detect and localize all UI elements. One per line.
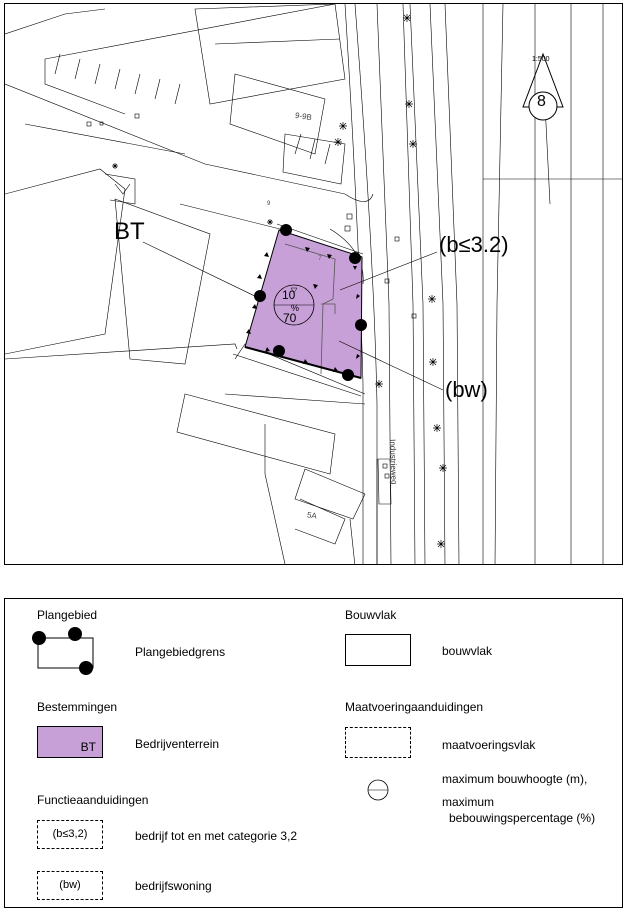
building-outline xyxy=(44,59,126,115)
road-edge-line xyxy=(344,4,364,564)
legend-max-bouwhoogte-label: maximum bouwhoogte (m), xyxy=(442,772,588,786)
road-line xyxy=(494,4,504,564)
plot-fill xyxy=(244,229,363,379)
road-line xyxy=(409,4,426,564)
building-outline xyxy=(349,518,356,564)
bouwvlak-symbol xyxy=(345,634,411,666)
building-outline xyxy=(294,468,366,520)
building-outline xyxy=(114,183,131,195)
building-outline xyxy=(264,424,286,564)
street-name: Industrieweg xyxy=(388,439,399,485)
max-height-value: 10 xyxy=(282,288,296,302)
road-line xyxy=(544,103,551,205)
building-outline xyxy=(194,4,346,105)
building-outline xyxy=(179,203,281,230)
building-outline xyxy=(229,73,326,155)
plangebied-dots xyxy=(254,224,367,381)
building-outline xyxy=(44,4,336,60)
legend-frame: Plangebied Plangebiedgrens Bestemmingen … xyxy=(4,598,623,908)
sheet-number: 8 xyxy=(537,93,546,110)
parking-lines xyxy=(294,133,331,165)
building-outline xyxy=(294,498,346,545)
legend-plangebiedgrens-label: Plangebiedgrens xyxy=(135,645,226,659)
building-outline xyxy=(5,8,106,35)
legend-bedrijfswoning-label: bedrijfswoning xyxy=(135,879,212,893)
road-edge-line xyxy=(354,4,378,564)
building-outline xyxy=(176,393,336,475)
legend-heading-functieaanduidingen: Functieaanduidingen xyxy=(37,793,149,807)
maatvoering-circle-symbol xyxy=(367,779,389,801)
legend-heading-plangebied: Plangebied xyxy=(37,608,98,622)
plangebied-symbol xyxy=(32,627,94,675)
map-frame: BT (b≤3.2) (bw) 10 % 70 1:500 8 Industri… xyxy=(4,3,623,565)
bedrijventerrein-swatch: BT xyxy=(37,726,103,758)
legend-max-label: maximum xyxy=(442,795,495,809)
function-label-b: (b≤3.2) xyxy=(439,232,509,257)
percent-sign: % xyxy=(291,303,300,313)
parking-lines xyxy=(54,53,181,105)
swatch-code: BT xyxy=(80,740,96,754)
road-line xyxy=(402,4,416,564)
plot-outline xyxy=(234,343,366,395)
building-outline xyxy=(377,458,392,505)
road-curve xyxy=(344,193,374,202)
house-number: 7 xyxy=(318,255,322,262)
building-outline xyxy=(104,173,136,205)
building-outline xyxy=(5,168,126,355)
building-outline xyxy=(214,38,341,45)
legend-bebouwingspercentage-label: bebouwingspercentage (%) xyxy=(449,811,596,825)
legend-heading-bouwvlak: Bouwvlak xyxy=(345,608,397,622)
building-outline xyxy=(282,133,346,185)
plot-outline xyxy=(232,353,362,397)
plot-area xyxy=(244,224,367,381)
maatvoeringsvlak-symbol xyxy=(345,727,411,758)
function-b-symbol: (b≤3,2) xyxy=(37,820,103,849)
map-canvas xyxy=(5,4,622,564)
legend-heading-bestemmingen: Bestemmingen xyxy=(37,700,118,714)
building-outline xyxy=(224,393,366,405)
road-line xyxy=(429,4,446,564)
scale-text: 1:500 xyxy=(532,56,550,63)
function-label-bw: (bw) xyxy=(445,377,488,402)
designation-code-label: BT xyxy=(114,218,145,245)
building-outline xyxy=(5,83,346,195)
building-outline xyxy=(5,343,238,360)
house-number: 9 xyxy=(267,201,271,207)
legend-bedrijventerrein-label: Bedrijventerrein xyxy=(135,737,220,751)
road-line xyxy=(444,4,460,564)
house-number: 5A xyxy=(306,510,318,521)
function-bw-symbol: (bw) xyxy=(37,871,103,900)
building-outline xyxy=(114,198,211,365)
legend-bedrijf-label: bedrijf tot en met categorie 3,2 xyxy=(135,829,298,843)
legend-maatvoeringsvlak-label: maatvoeringsvlak xyxy=(442,738,536,752)
legend-bouwvlak-label: bouwvlak xyxy=(442,644,493,658)
coverage-value: 70 xyxy=(283,311,297,325)
north-arrow xyxy=(522,52,564,121)
building-outline xyxy=(24,123,186,155)
legend-heading-maatvoering: Maatvoeringaanduidingen xyxy=(345,700,484,714)
